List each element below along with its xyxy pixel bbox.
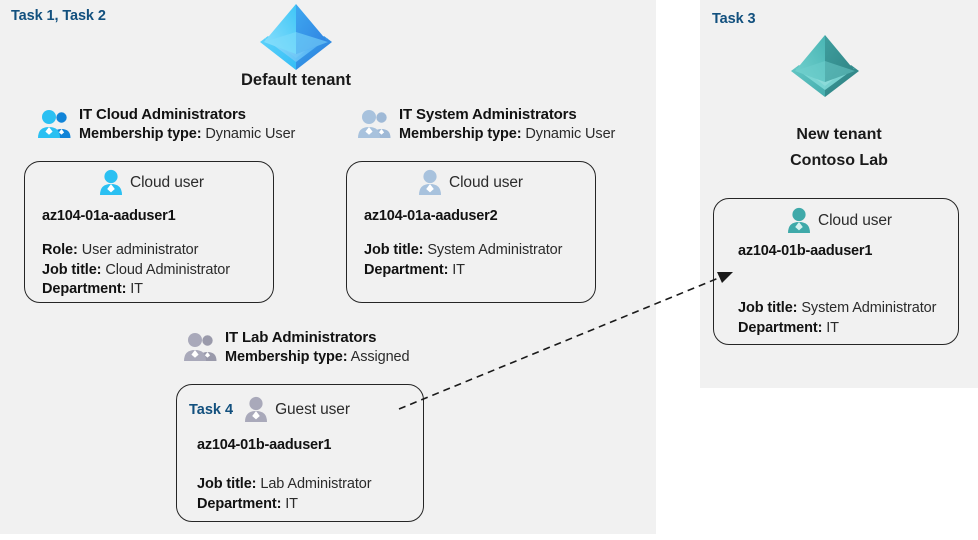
card-head-label: Cloud user (130, 173, 204, 191)
new-tenant-caption-line1: New tenant (796, 126, 882, 143)
attr-job-title: Job title: System Administrator (364, 241, 562, 261)
attr-department: Department: IT (364, 261, 562, 281)
attr-value: IT (452, 261, 465, 278)
group-membership-type: Membership type: Dynamic User (399, 124, 657, 144)
attr-job-title: Job title: System Administrator (738, 299, 936, 319)
attr-label: Department: (197, 495, 282, 512)
task-tag-right: Task 3 (712, 11, 756, 27)
attr-job-title: Job title: Cloud Administrator (42, 261, 230, 281)
user-icon-gray (243, 396, 269, 423)
card-user-name: az104-01a-aaduser2 (364, 208, 498, 224)
attr-label: Job title: (197, 476, 257, 492)
card-head: Task 4 Guest user (189, 396, 350, 423)
azure-ad-tenant-icon-default (256, 2, 336, 70)
attr-label: Job title: (364, 242, 424, 258)
attr-value: IT (285, 495, 298, 512)
group-it-cloud-administrators: IT Cloud Administrators Membership type:… (37, 105, 367, 144)
new-tenant-caption-line2: Contoso Lab (790, 152, 888, 169)
card-head-label: Cloud user (818, 211, 892, 229)
card-task-tag: Task 4 (189, 401, 234, 418)
group-title: IT Lab Administrators (225, 329, 377, 346)
group-users-icon-gray (183, 332, 219, 362)
card-user-name: az104-01b-aaduser1 (197, 437, 332, 453)
card-attributes: Job title: System Administrator Departme… (364, 241, 562, 280)
attr-value: User administrator (81, 242, 199, 258)
attr-label: Job title: (42, 261, 102, 278)
group-membership-value: Dynamic User (525, 126, 616, 142)
attr-label: Department: (738, 319, 823, 336)
group-it-lab-administrators: IT Lab Administrators Membership type: A… (183, 328, 513, 367)
attr-value: System Administrator (427, 242, 563, 258)
default-tenant-panel (0, 0, 656, 534)
group-users-icon-steel (357, 109, 393, 139)
card-attributes: Role: User administrator Job title: Clou… (42, 241, 230, 300)
attr-label: Role: (42, 242, 78, 258)
attr-department: Department: IT (738, 319, 936, 339)
attr-value: IT (130, 281, 143, 297)
group-membership-value: Dynamic User (205, 126, 296, 142)
attr-department: Department: IT (42, 280, 230, 300)
attr-department: Department: IT (197, 495, 372, 515)
user-card-az104-01a-aaduser2[interactable]: Cloud user az104-01a-aaduser2 Job title:… (346, 161, 596, 303)
group-membership-label: Membership type: (79, 126, 202, 142)
task-tag-left: Task 1, Task 2 (11, 8, 106, 24)
attr-value: Lab Administrator (260, 476, 372, 492)
card-user-name: az104-01b-aaduser1 (738, 243, 873, 259)
attr-value: System Administrator (801, 300, 937, 316)
group-membership-type: Membership type: Assigned (225, 347, 513, 367)
attr-label: Department: (364, 261, 449, 278)
default-tenant-caption: Default tenant (240, 71, 351, 89)
attr-value: Cloud Administrator (105, 261, 230, 278)
card-head: Cloud user (98, 169, 204, 196)
user-card-az104-01b-aaduser1-cloud[interactable]: Cloud user az104-01b-aaduser1 Job title:… (713, 198, 959, 345)
attr-value: IT (826, 319, 839, 336)
card-attributes: Job title: System Administrator Departme… (738, 299, 936, 338)
card-attributes: Job title: Lab Administrator Department:… (197, 475, 372, 514)
group-membership-label: Membership type: (225, 349, 348, 365)
user-icon-teal (786, 207, 812, 234)
attr-role: Role: User administrator (42, 241, 230, 261)
group-membership-label: Membership type: (399, 126, 522, 142)
group-title: IT Cloud Administrators (79, 106, 246, 123)
group-it-system-administrators: IT System Administrators Membership type… (357, 105, 657, 144)
user-card-az104-01b-aaduser1-guest[interactable]: Task 4 Guest user az104-01b-aaduser1 Job… (176, 384, 424, 522)
attr-job-title: Job title: Lab Administrator (197, 475, 372, 495)
group-title: IT System Administrators (399, 106, 577, 123)
card-head-label: Guest user (275, 400, 350, 418)
user-icon-steel (417, 169, 443, 196)
card-user-name: az104-01a-aaduser1 (42, 208, 176, 224)
card-head: Cloud user (417, 169, 523, 196)
group-users-icon-cyan (37, 109, 73, 139)
user-card-az104-01a-aaduser1[interactable]: Cloud user az104-01a-aaduser1 Role: User… (24, 161, 274, 303)
azure-ad-tenant-icon-contoso (788, 33, 862, 97)
attr-label: Job title: (738, 300, 798, 316)
group-membership-type: Membership type: Dynamic User (79, 124, 367, 144)
card-head: Cloud user (786, 207, 892, 234)
user-icon-cyan (98, 169, 124, 196)
card-head-label: Cloud user (449, 173, 523, 191)
group-membership-value: Assigned (350, 349, 410, 365)
attr-label: Department: (42, 281, 127, 297)
